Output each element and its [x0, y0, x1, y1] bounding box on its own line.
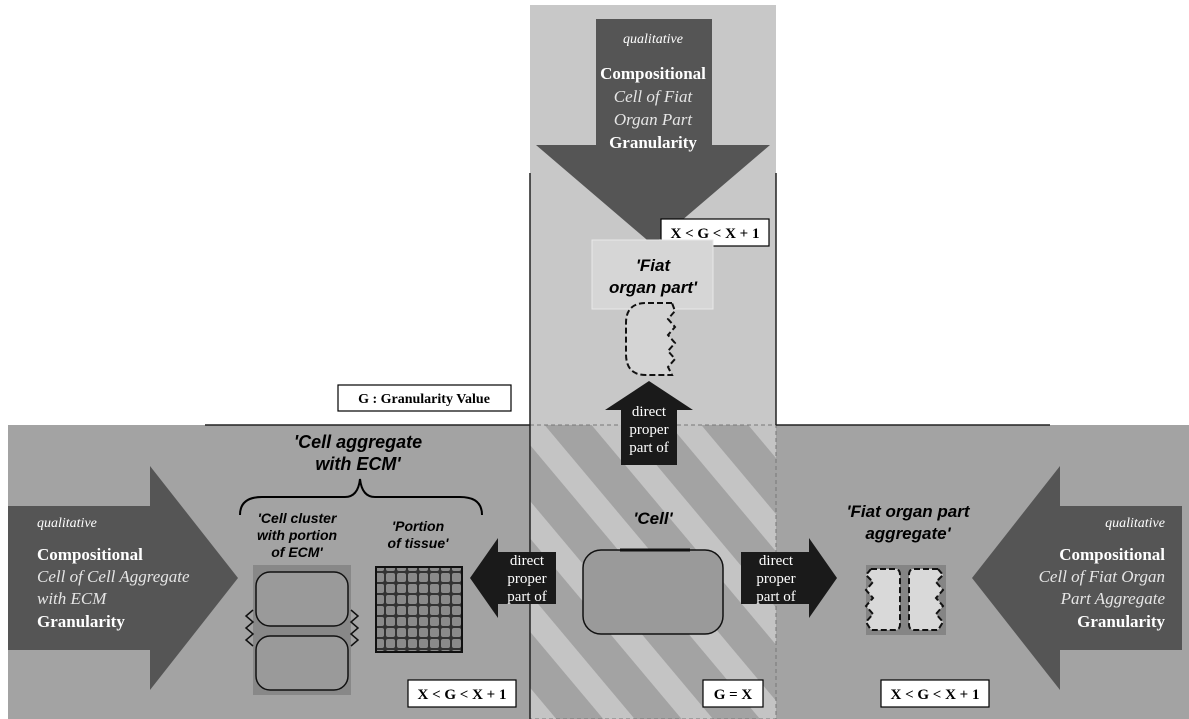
right-arrow-line1: Compositional: [1059, 545, 1165, 564]
left-arrow-line2: Cell of Cell Aggregate: [37, 567, 190, 586]
left-range-box: [407, 679, 517, 708]
fiat-organ-part-label-line2: organ part': [609, 278, 698, 297]
left-arrow-line3: with ECM: [37, 589, 107, 608]
top-granularity-arrow: [536, 19, 770, 245]
fiat-organ-part-shape: [625, 302, 677, 376]
cell-cluster-label-line3: of ECM': [271, 544, 323, 560]
left-arrow-line1: Compositional: [37, 545, 143, 564]
tissue-label-line1: 'Portion: [392, 518, 444, 534]
tissue-label-line2: of tissue': [388, 535, 450, 551]
right-arrow-qualifier: qualitative: [1105, 516, 1165, 531]
top-arrow-qualifier: qualitative: [623, 32, 683, 47]
fiat-aggregate-label-line1: 'Fiat organ part: [846, 502, 970, 521]
fiat-aggregate-label-line2: aggregate': [865, 524, 951, 543]
left-arrow-qualifier: qualitative: [37, 516, 97, 531]
cell-aggregate-label-line1: 'Cell aggregate: [294, 432, 422, 452]
left-relation-text-2: proper: [507, 571, 546, 587]
right-range-label: X < G < X + 1: [891, 687, 980, 703]
right-relation-text-2: proper: [756, 571, 795, 587]
center-range-label: G = X: [714, 687, 753, 703]
legend-box: [337, 384, 512, 412]
left-granularity-arrow: [8, 466, 238, 690]
cell-aggregate-label-line2: with ECM': [315, 454, 401, 474]
cell-cluster-left-jagged-edge: [244, 609, 255, 647]
right-relation-text-3: part of: [756, 589, 796, 605]
right-range-box: [880, 679, 990, 708]
left-relation-text-1: direct: [510, 553, 545, 569]
fiat-aggregate-part-left: [864, 568, 901, 631]
legend-label: G : Granularity Value: [358, 392, 490, 407]
top-range-box: [660, 218, 770, 247]
left-range-label: X < G < X + 1: [418, 687, 507, 703]
top-arrow-line2: Cell of Fiat: [614, 87, 694, 106]
right-granularity-arrow: [972, 466, 1182, 690]
left-relation-text-3: part of: [507, 589, 547, 605]
cell-cluster-right-jagged-edge: [349, 609, 360, 647]
left-relation-arrow: [470, 538, 556, 618]
cluster-cell-top: [255, 571, 349, 627]
up-relation-text-1: direct: [632, 404, 667, 420]
up-relation-arrow: [605, 381, 693, 465]
top-range-label: X < G < X + 1: [671, 226, 760, 242]
tissue-portion: [375, 566, 463, 653]
cell-cluster-label-line2: with portion: [257, 527, 337, 543]
right-arrow-line3: Part Aggregate: [1060, 589, 1166, 608]
up-relation-text-2: proper: [629, 422, 668, 438]
top-arrow-line1: Compositional: [600, 64, 706, 83]
center-range-box: [702, 679, 764, 708]
top-arrow-line4: Granularity: [609, 133, 697, 152]
fiat-organ-part-label-bg: [591, 239, 714, 310]
top-arrow-line3: Organ Part: [614, 110, 694, 129]
fiat-aggregate-part-right: [908, 568, 945, 631]
up-relation-text-3: part of: [629, 440, 669, 456]
right-relation-text-1: direct: [759, 553, 794, 569]
left-arrow-line4: Granularity: [37, 612, 125, 631]
cell-label: 'Cell': [633, 509, 673, 528]
right-relation-arrow: [741, 538, 837, 618]
right-arrow-line4: Granularity: [1077, 612, 1165, 631]
cell-shape: [582, 549, 724, 635]
cluster-cell-bottom: [255, 635, 349, 691]
cell-aggregate-brace: [239, 478, 483, 516]
cell-cluster-label-line1: 'Cell cluster: [258, 510, 338, 526]
right-arrow-line2: Cell of Fiat Organ: [1039, 567, 1165, 586]
fiat-organ-part-label-line1: 'Fiat: [636, 256, 672, 275]
